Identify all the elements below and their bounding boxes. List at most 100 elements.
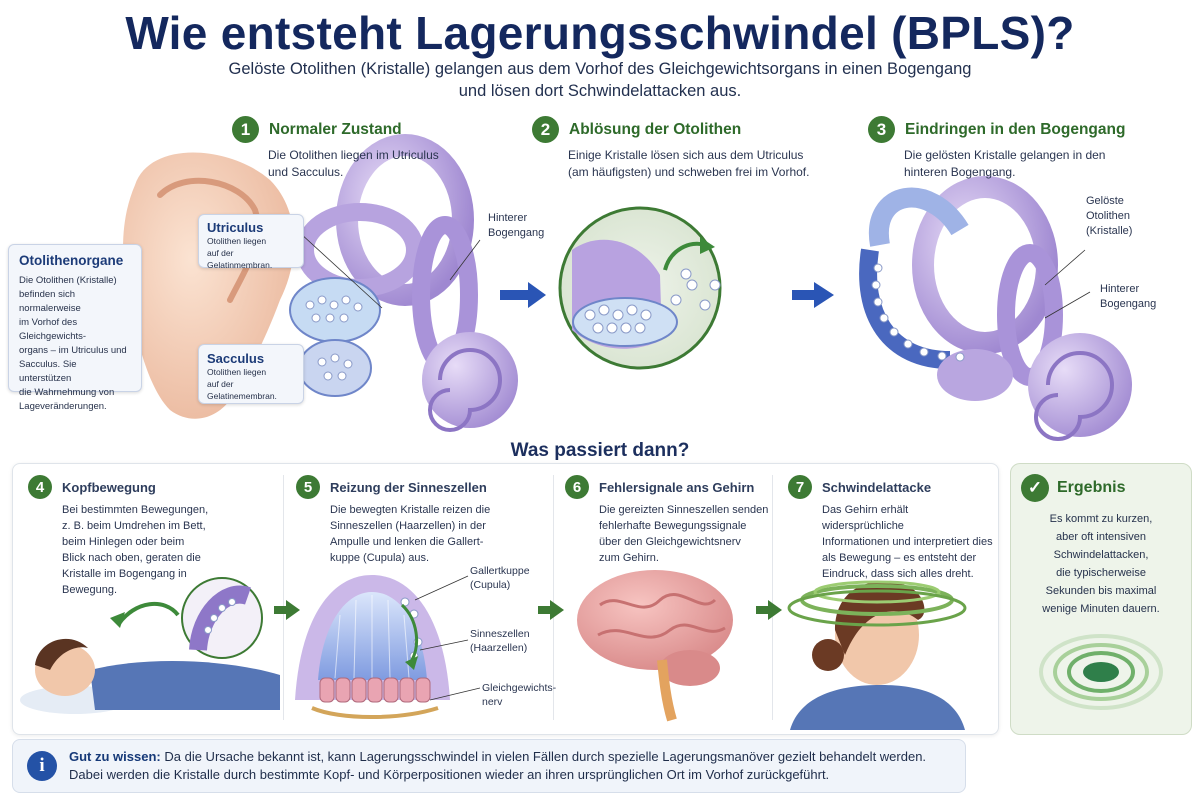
cupula-label-line-2: (Cupula) bbox=[470, 579, 511, 591]
posterior-canal-label-3-line-2: Bogengang bbox=[1100, 298, 1157, 310]
subtitle-line-1: Gelöste Otolithen (Kristalle) gelangen a… bbox=[228, 60, 972, 78]
labyrinth-crystals-in-canal bbox=[859, 176, 1132, 441]
step-3-number: 3 bbox=[868, 116, 895, 143]
step-7-title: Schwindelattacke bbox=[822, 479, 932, 495]
otolith-organs-line: befinden sich normalerweise bbox=[19, 289, 81, 314]
result-panel: ✓ Ergebnis Es kommt zu kurzen, aber oft … bbox=[1010, 463, 1192, 735]
step-6-number: 6 bbox=[565, 475, 589, 499]
otolith-organs-line: Lageveränderungen. bbox=[19, 401, 107, 412]
section-heading: Was passiert dann? bbox=[510, 440, 690, 461]
nerve-label-line-2: nerv bbox=[482, 696, 503, 708]
otolith-organs-line: Sacculus. Sie unterstützen bbox=[19, 359, 77, 384]
step-1-desc-line-1: Die Otolithen liegen im Utriculus bbox=[268, 148, 439, 162]
otolith-organs-line: organs – im Utriculus und bbox=[19, 345, 127, 356]
cupula-label: Gallertkuppe (Cupula) bbox=[470, 564, 530, 592]
step-3-desc-line-1: Die gelösten Kristalle gelangen in den bbox=[904, 148, 1106, 162]
cupula-illustration bbox=[295, 575, 481, 719]
step-6-line: Die gereizten Sinneszellen senden bbox=[599, 504, 769, 516]
head-movement-arrow bbox=[110, 601, 180, 628]
otolith-organs-line: Die Otolithen (Kristalle) bbox=[19, 275, 117, 286]
step-2-desc-line-1: Einige Kristalle lösen sich aus dem Utri… bbox=[568, 148, 804, 162]
arrow-4-5 bbox=[274, 600, 300, 620]
nerve-label-line-1: Gleichgewichts- bbox=[482, 682, 557, 694]
step-2-desc-line-2: (am häufigsten) und schweben frei im Vor… bbox=[568, 165, 810, 179]
otolith-organs-line: im Vorhof des Gleichgewichts- bbox=[19, 317, 87, 342]
result-title: Ergebnis bbox=[1057, 479, 1126, 496]
step-4-line: Kristalle im Bogengang in bbox=[62, 568, 187, 580]
utriculus-line-1: Otolithen liegen bbox=[207, 236, 267, 246]
info-bar: i Gut zu wissen: Da die Ursache bekannt … bbox=[12, 739, 966, 793]
magnified-otolith-detachment bbox=[558, 206, 722, 370]
result-line: Es kommt zu kurzen, bbox=[1049, 513, 1153, 525]
step-7-line: Das Gehirn erhält widersprüchliche bbox=[822, 504, 909, 532]
checkmark-icon: ✓ bbox=[1021, 474, 1049, 502]
step-7-number: 7 bbox=[788, 475, 812, 499]
hair-cells-label-line-2: (Haarzellen) bbox=[470, 642, 528, 654]
page-title: Wie entsteht Lagerungsschwindel (BPLS)? bbox=[125, 7, 1075, 59]
step-5-line: kuppe (Cupula) aus. bbox=[330, 552, 430, 564]
info-label: Gut zu wissen: bbox=[69, 749, 161, 764]
step-7-line: als Bewegung – es entsteht der bbox=[822, 552, 977, 564]
result-line: wenige Minuten dauern. bbox=[1042, 603, 1160, 615]
arrow-6-7 bbox=[756, 600, 782, 620]
info-line-1: Da die Ursache bekannt ist, kann Lagerun… bbox=[164, 749, 927, 764]
hair-cells-label-line-1: Sinneszellen bbox=[470, 628, 530, 640]
step-4-number: 4 bbox=[28, 475, 52, 499]
divider bbox=[283, 475, 284, 720]
otolith-organs-line: die Wahrnehmung von bbox=[19, 387, 115, 398]
step-6-title: Fehlersignale ans Gehirn bbox=[599, 479, 755, 495]
step-2-number: 2 bbox=[532, 116, 559, 143]
step-6-line: über den Gleichgewichtsnerv bbox=[599, 536, 741, 548]
utriculus-line-2: auf der Gelatinmembran. bbox=[207, 248, 273, 270]
step-1: 1 Normaler Zustand Die Otolithen liegen … bbox=[232, 116, 439, 181]
nerve-label: Gleichgewichts- nerv bbox=[482, 681, 556, 709]
step-4-line: beim Hinlegen oder beim bbox=[62, 536, 185, 548]
info-icon: i bbox=[27, 751, 57, 781]
divider bbox=[553, 475, 554, 720]
detached-otoliths-line-1: Gelöste bbox=[1086, 195, 1124, 207]
step-5-line: Sinneszellen (Haarzellen) in der bbox=[330, 520, 486, 532]
step-6-line: zum Gehirn. bbox=[599, 552, 659, 564]
flow-arrow-2-3 bbox=[792, 282, 834, 308]
utriculus-title: Utriculus bbox=[207, 220, 264, 235]
step-5-line: Die bewegten Kristalle reizen die bbox=[330, 504, 491, 516]
step-6-line: fehlerhafte Bewegungssignale bbox=[599, 520, 747, 532]
labyrinth-normal bbox=[289, 134, 518, 432]
result-line: aber oft intensiven bbox=[1056, 531, 1146, 543]
posterior-canal-label-3-line-1: Hinterer bbox=[1100, 283, 1140, 295]
sacculus-line-2: auf der Gelatinemembran. bbox=[207, 379, 277, 401]
dizzy-woman-illustration bbox=[787, 580, 967, 730]
result-line: Schwindelattacken, bbox=[1053, 549, 1149, 561]
detached-otoliths-label: Gelöste Otolithen (Kristalle) bbox=[1086, 194, 1132, 239]
step-5: 5 Reizung der Sinneszellen Die bewegten … bbox=[296, 475, 546, 566]
step-3-title: Eindringen in den Bogengang bbox=[905, 120, 1126, 138]
sacculus-line-1: Otolithen liegen bbox=[207, 367, 267, 377]
step-4-line: z. B. beim Umdrehen im Bett, bbox=[62, 520, 206, 532]
arrow-5-6 bbox=[538, 600, 564, 620]
posterior-canal-label-1-line-1: Hinterer bbox=[488, 212, 528, 224]
sacculus-label-box: Sacculus Otolithen liegen auf der Gelati… bbox=[198, 344, 304, 404]
step-1-number: 1 bbox=[232, 116, 259, 143]
result-line: Sekunden bis maximal bbox=[1045, 585, 1157, 597]
step-5-line: Ampulle und lenken die Gallert- bbox=[330, 536, 484, 548]
posterior-canal-label-1: Hinterer Bogengang bbox=[488, 211, 544, 241]
flow-arrow-1-2 bbox=[500, 282, 546, 308]
utriculus-label-box: Utriculus Otolithen liegen auf der Gelat… bbox=[198, 214, 304, 270]
canal-inset-circle bbox=[181, 577, 263, 659]
divider bbox=[772, 475, 773, 720]
step-5-title: Reizung der Sinneszellen bbox=[330, 479, 487, 495]
step-1-title: Normaler Zustand bbox=[269, 120, 402, 138]
step-3: 3 Eindringen in den Bogengang Die gelöst… bbox=[868, 116, 1125, 181]
step-2: 2 Ablösung der Otolithen Einige Kristall… bbox=[532, 116, 809, 181]
step-4: 4 Kopfbewegung Bei bestimmten Bewegungen… bbox=[28, 475, 278, 598]
result-line: die typischerweise bbox=[1056, 567, 1146, 579]
spiral-icon bbox=[1039, 634, 1163, 710]
info-line-2: Dabei werden die Kristalle durch bestimm… bbox=[69, 767, 830, 782]
posterior-canal-label-1-line-2: Bogengang bbox=[488, 227, 545, 239]
step-6: 6 Fehlersignale ans Gehirn Die gereizten… bbox=[565, 475, 770, 566]
otolith-organs-box: Otolithenorgane Die Otolithen (Kristalle… bbox=[8, 244, 142, 412]
top-illustrations bbox=[123, 134, 1132, 441]
step-7: 7 Schwindelattacke Das Gehirn erhält wid… bbox=[788, 475, 993, 582]
step-4-title: Kopfbewegung bbox=[62, 479, 156, 495]
step-4-line: Bei bestimmten Bewegungen, bbox=[62, 504, 209, 516]
